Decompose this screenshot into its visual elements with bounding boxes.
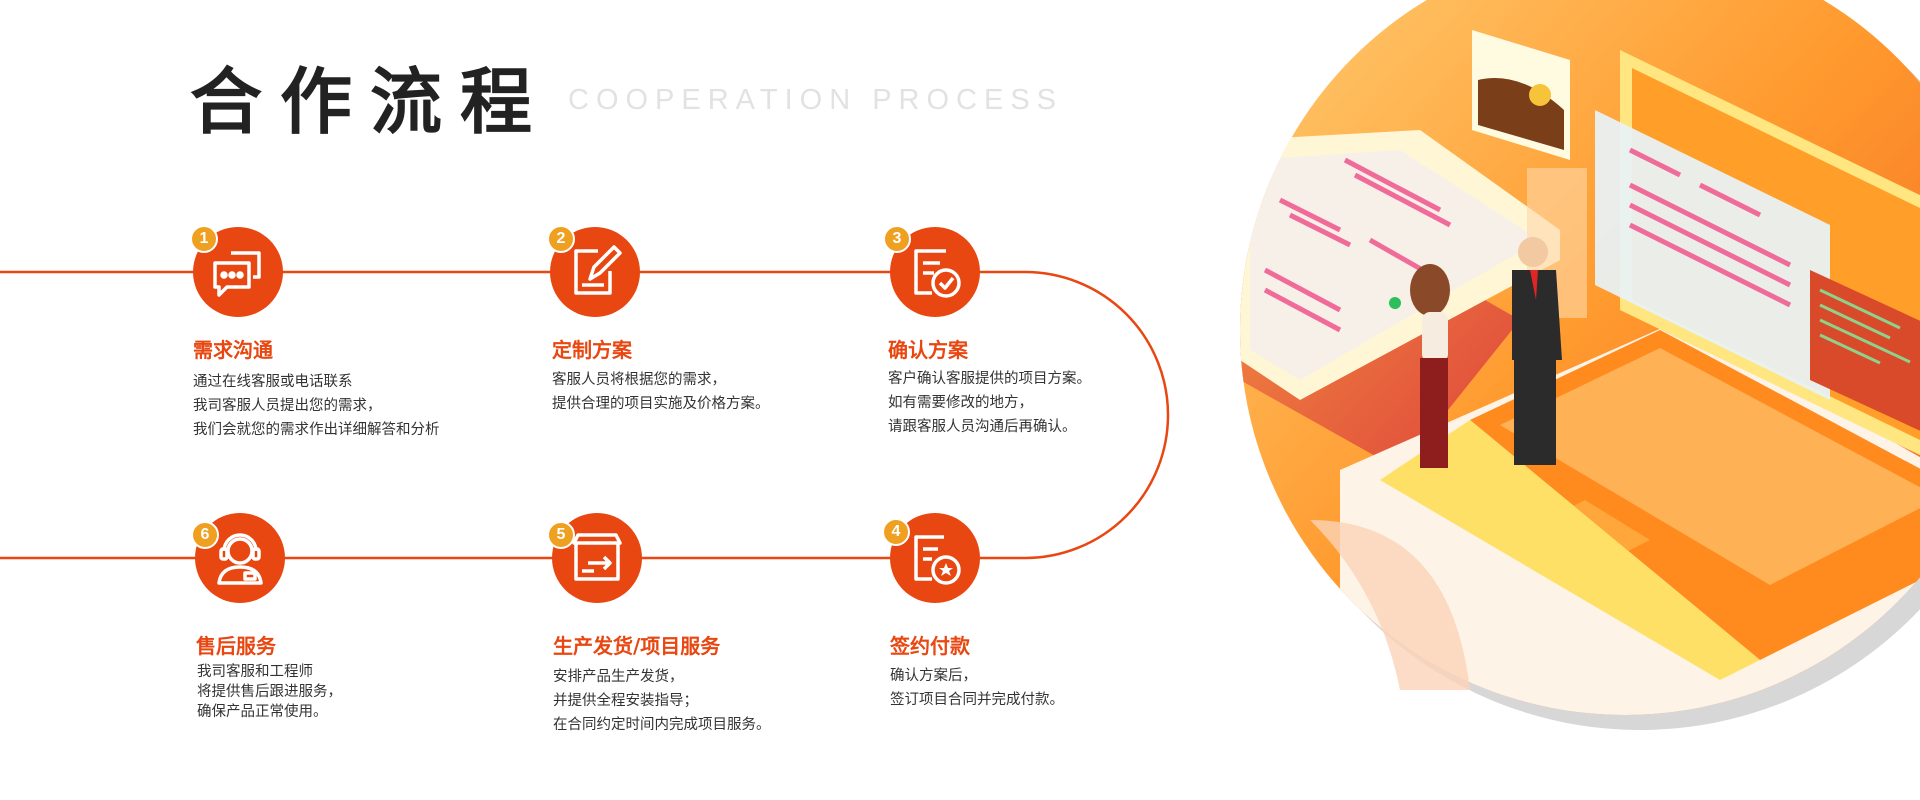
- step-number-badge: 2: [547, 225, 575, 253]
- step-description: 客户确认客服提供的项目方案。如有需要修改的地方，请跟客服人员沟通后再确认。: [888, 371, 1091, 435]
- step-number-badge: 3: [883, 225, 911, 253]
- step-number-badge: 4: [882, 518, 910, 546]
- page-subtitle: COOPERATION PROCESS: [568, 84, 1064, 116]
- step-description: 通过在线客服或电话联系我司客服人员提出您的需求，我们会就您的需求作出详细解答和分…: [193, 374, 440, 438]
- support-headset-icon: [217, 533, 263, 585]
- box-shipping-icon: [572, 533, 622, 581]
- step-title: 生产发货/项目服务: [553, 634, 721, 658]
- step-title: 确认方案: [888, 338, 968, 362]
- document-check-icon: [914, 249, 961, 298]
- step-title: 需求沟通: [193, 338, 273, 362]
- step-description: 安排产品生产发货，并提供全程安装指导；在合同约定时间内完成项目服务。: [553, 669, 771, 733]
- step-description: 客服人员将根据您的需求，提供合理的项目实施及价格方案。: [552, 372, 770, 412]
- chat-bubbles-icon: [213, 251, 261, 297]
- step-icon-circle: [552, 513, 642, 603]
- step-number-badge: 6: [191, 521, 219, 549]
- step-description: 确认方案后，签订项目合同并完成付款。: [890, 668, 1064, 708]
- step-title: 定制方案: [552, 338, 632, 362]
- document-star-icon: [914, 535, 961, 585]
- document-edit-icon: [574, 245, 622, 295]
- step-title: 签约付款: [890, 634, 970, 658]
- page-title: 合作流程: [190, 60, 551, 144]
- step-number-badge: 5: [547, 521, 575, 549]
- step-number-badge: 1: [190, 225, 218, 253]
- step-title: 售后服务: [196, 634, 276, 658]
- step-description: 我司客服和工程师将提供售后跟进服务，确保产品正常使用。: [197, 664, 342, 720]
